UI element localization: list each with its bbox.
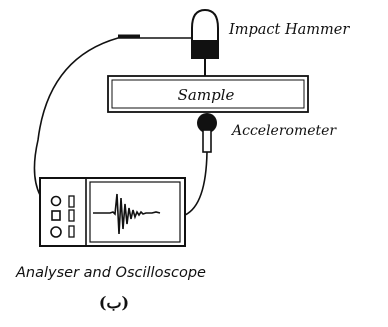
analyser-label: Analyser and Oscilloscope xyxy=(15,265,206,281)
control-knob-bottom xyxy=(50,226,62,238)
accelerometer xyxy=(197,113,217,153)
impulse-waveform xyxy=(93,193,161,235)
accelerometer-label: Accelerometer xyxy=(230,123,337,139)
accelerometer-sensor xyxy=(197,113,217,133)
control-switch-top xyxy=(68,195,75,208)
impact-hammer xyxy=(191,8,219,76)
hammer-cable xyxy=(33,37,192,196)
sample-block xyxy=(107,75,309,113)
oscilloscope-screen xyxy=(89,181,181,243)
sample-inner xyxy=(111,79,305,109)
figure-caption: (ب) xyxy=(99,293,129,312)
analyser-oscilloscope xyxy=(39,177,186,247)
control-switch-middle xyxy=(68,209,75,222)
control-switch-bottom xyxy=(68,225,75,238)
control-knob-top xyxy=(50,195,62,207)
sample-label: Sample xyxy=(178,86,235,104)
impact-hammer-label: Impact Hammer xyxy=(228,22,350,38)
control-button-middle xyxy=(51,210,61,221)
accelerometer-stem xyxy=(202,129,212,153)
hammer-head xyxy=(193,40,217,58)
accelerometer-cable xyxy=(184,151,208,216)
